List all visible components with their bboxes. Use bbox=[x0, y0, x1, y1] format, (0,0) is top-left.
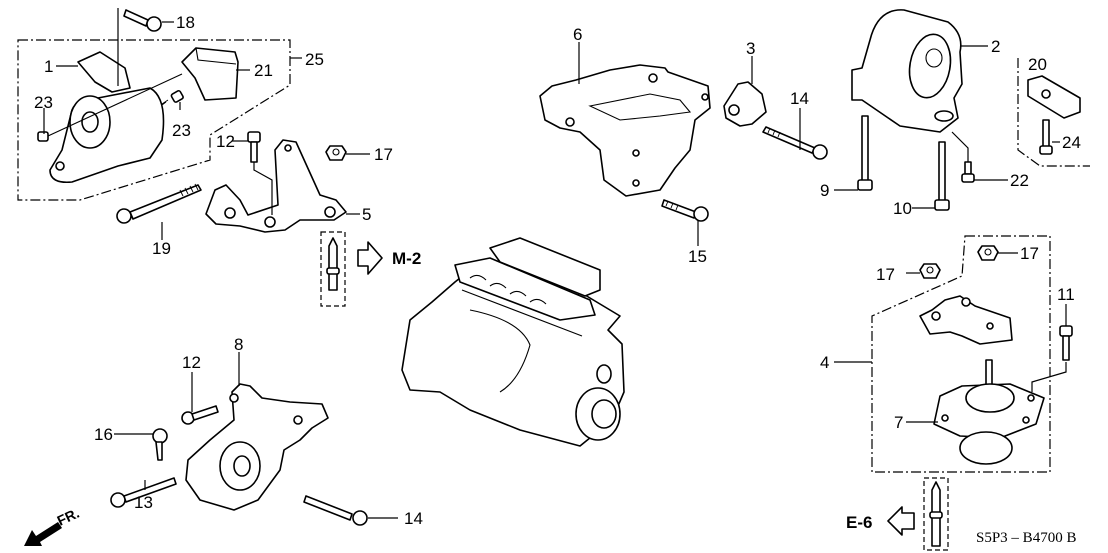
part-17-nut-upper[interactable] bbox=[325, 145, 347, 161]
callout-3[interactable]: 3 bbox=[746, 39, 755, 58]
part-5-mount-bracket[interactable] bbox=[205, 139, 347, 233]
callout-12-upper[interactable]: 12 bbox=[216, 132, 235, 151]
callout-20[interactable]: 20 bbox=[1028, 55, 1047, 74]
callout-23-right[interactable]: 23 bbox=[172, 121, 191, 140]
part-1-transmission-mount[interactable] bbox=[49, 51, 165, 184]
callout-6[interactable]: 6 bbox=[573, 25, 582, 44]
ref-e6[interactable]: E-6 bbox=[846, 513, 872, 532]
part-23-bolt-left[interactable] bbox=[37, 73, 183, 142]
part-14-bolt-upper[interactable] bbox=[762, 126, 828, 160]
leader-lines bbox=[43, 21, 1067, 519]
part-9-bolt[interactable] bbox=[857, 115, 873, 191]
stud-bolt-e6[interactable] bbox=[923, 477, 949, 551]
callout-4[interactable]: 4 bbox=[820, 353, 829, 372]
part-12-bolt-lower[interactable] bbox=[181, 405, 219, 425]
stud-bolt-m2[interactable] bbox=[320, 231, 346, 307]
part-23-bolt-right[interactable] bbox=[161, 89, 184, 106]
callout-11[interactable]: 11 bbox=[1057, 285, 1075, 304]
callout-17-right-b[interactable]: 17 bbox=[876, 265, 895, 284]
part-12-bolt-upper[interactable] bbox=[247, 131, 273, 215]
part-3-bracket-small[interactable] bbox=[723, 81, 767, 127]
callout-23-left[interactable]: 23 bbox=[34, 93, 53, 112]
callout-5[interactable]: 5 bbox=[362, 205, 371, 224]
part-13-bolt[interactable] bbox=[110, 477, 177, 508]
callout-13[interactable]: 13 bbox=[134, 493, 153, 512]
callout-15[interactable]: 15 bbox=[688, 247, 707, 266]
part-8-front-mount[interactable] bbox=[185, 383, 329, 511]
arrow-m2-icon bbox=[357, 241, 383, 275]
part-22-bolt[interactable] bbox=[951, 131, 975, 183]
callout-22[interactable]: 22 bbox=[1010, 171, 1029, 190]
part-16-clip[interactable] bbox=[152, 428, 168, 461]
diagram-code: S5P3 – B4700 B bbox=[976, 530, 1076, 546]
part-mount-upper-bracket[interactable] bbox=[919, 295, 1013, 345]
callout-10[interactable]: 10 bbox=[893, 199, 912, 218]
ref-m2[interactable]: M-2 bbox=[392, 249, 421, 268]
part-20-stopper[interactable] bbox=[1027, 75, 1081, 119]
callout-21[interactable]: 21 bbox=[254, 61, 273, 80]
part-14-bolt-lower[interactable] bbox=[303, 495, 368, 526]
callout-8[interactable]: 8 bbox=[234, 335, 243, 354]
callout-24[interactable]: 24 bbox=[1062, 133, 1081, 152]
front-direction-arrow-icon bbox=[24, 522, 62, 546]
part-17-nut-right-b[interactable] bbox=[919, 263, 941, 279]
callout-25[interactable]: 25 bbox=[305, 50, 324, 69]
group-4-outline bbox=[871, 235, 1051, 473]
group-24-outline bbox=[1017, 58, 1090, 167]
part-19-bolt[interactable] bbox=[116, 183, 202, 224]
arrow-e6-icon bbox=[887, 506, 915, 536]
part-11-bolt[interactable] bbox=[1031, 325, 1073, 392]
callout-9[interactable]: 9 bbox=[820, 181, 829, 200]
callout-18[interactable]: 18 bbox=[176, 13, 195, 32]
part-17-nut-right-a[interactable] bbox=[977, 245, 999, 261]
callout-19[interactable]: 19 bbox=[152, 239, 171, 258]
part-7-engine-mount[interactable] bbox=[933, 359, 1045, 465]
callout-17-right-a[interactable]: 17 bbox=[1020, 244, 1039, 263]
callout-16[interactable]: 16 bbox=[94, 425, 113, 444]
callout-14-upper[interactable]: 14 bbox=[790, 89, 809, 108]
part-2-rear-mount[interactable] bbox=[851, 9, 963, 133]
callout-17-upper[interactable]: 17 bbox=[374, 145, 393, 164]
group-25-outline bbox=[17, 39, 291, 201]
callout-14-lower[interactable]: 14 bbox=[404, 509, 423, 528]
front-direction-label: FR. bbox=[55, 505, 82, 529]
callout-12-lower[interactable]: 12 bbox=[182, 353, 201, 372]
part-24-bolt[interactable] bbox=[1039, 119, 1053, 155]
part-18-bolt[interactable] bbox=[117, 8, 162, 86]
callout-1[interactable]: 1 bbox=[44, 57, 53, 76]
part-6-bracket[interactable] bbox=[539, 64, 711, 197]
part-21-stopper[interactable] bbox=[181, 47, 239, 101]
part-15-bolt[interactable] bbox=[661, 199, 709, 222]
engine-block-illustration bbox=[401, 237, 625, 447]
callout-7[interactable]: 7 bbox=[894, 413, 903, 432]
callout-2[interactable]: 2 bbox=[991, 37, 1000, 56]
part-10-bolt[interactable] bbox=[934, 141, 950, 211]
